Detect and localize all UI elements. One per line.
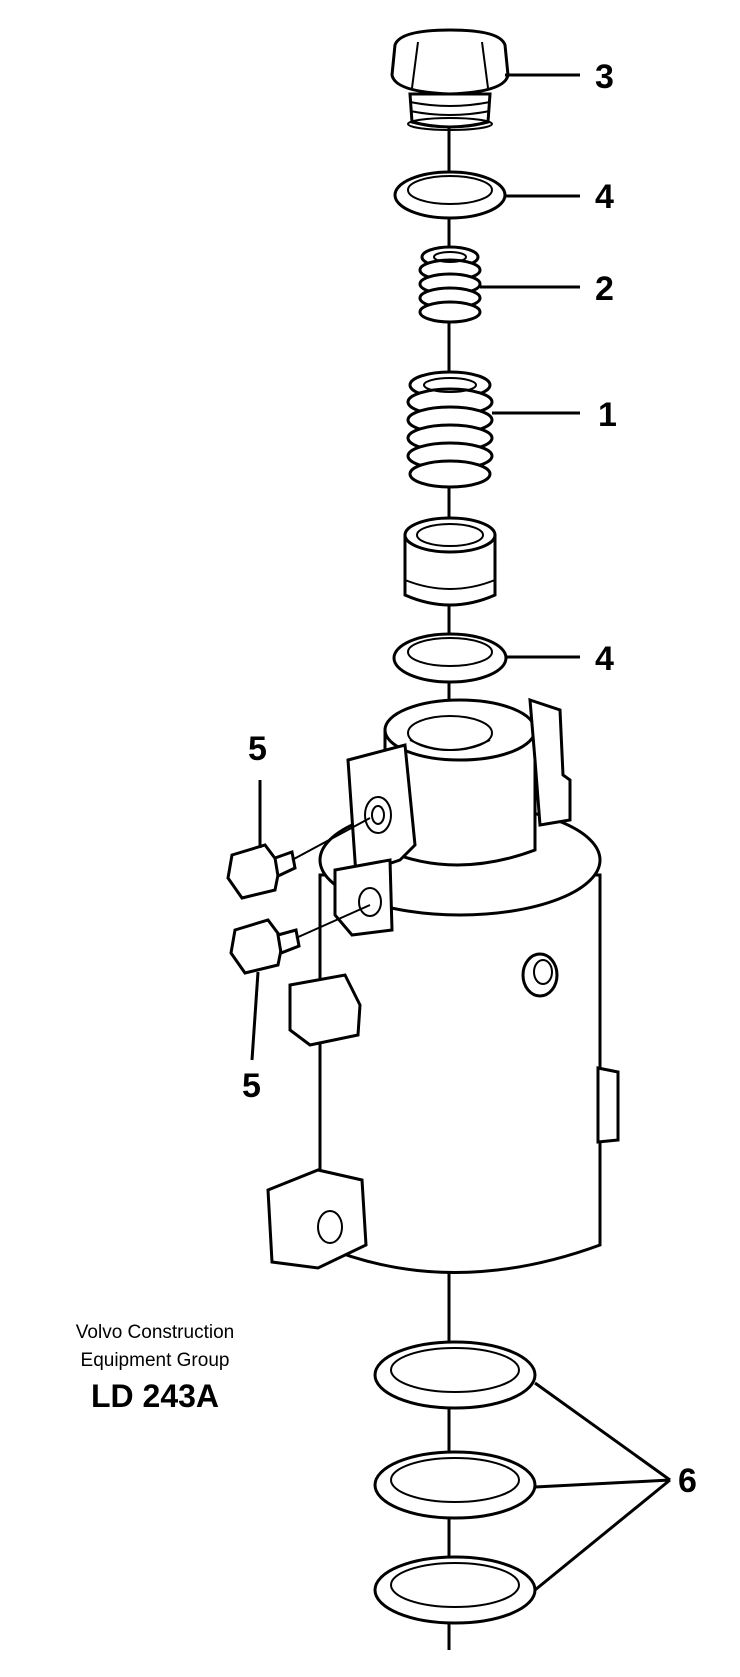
leader-lines-6	[534, 1381, 671, 1592]
sleeve-part	[403, 516, 497, 607]
callout-4-lower: 4	[595, 640, 614, 678]
callout-1: 1	[598, 396, 617, 434]
seal-ring-3	[373, 1555, 537, 1625]
screw-top-part	[226, 817, 371, 900]
callout-3: 3	[595, 58, 614, 96]
washer-top-part	[393, 170, 507, 220]
seal-ring-2	[373, 1450, 537, 1520]
screw-bottom-part	[229, 904, 371, 975]
plug-part	[390, 28, 510, 131]
spring-large-part	[406, 370, 494, 489]
seal-ring-1	[373, 1340, 537, 1410]
callout-5-top: 5	[248, 730, 267, 768]
washer-lower-part	[392, 632, 508, 684]
credit-line-2: Equipment Group	[81, 1350, 230, 1371]
callout-6: 6	[678, 1462, 697, 1500]
callout-4-top: 4	[595, 178, 614, 216]
callout-2: 2	[595, 270, 614, 308]
leader-line-5-bottom	[250, 971, 260, 1061]
callout-5-bottom: 5	[242, 1067, 261, 1105]
drawing-code: LD 243A	[91, 1378, 219, 1414]
valve-housing	[266, 697, 620, 1274]
spring-small-part	[418, 245, 482, 324]
credit-line-1: Volvo Construction	[76, 1322, 234, 1343]
